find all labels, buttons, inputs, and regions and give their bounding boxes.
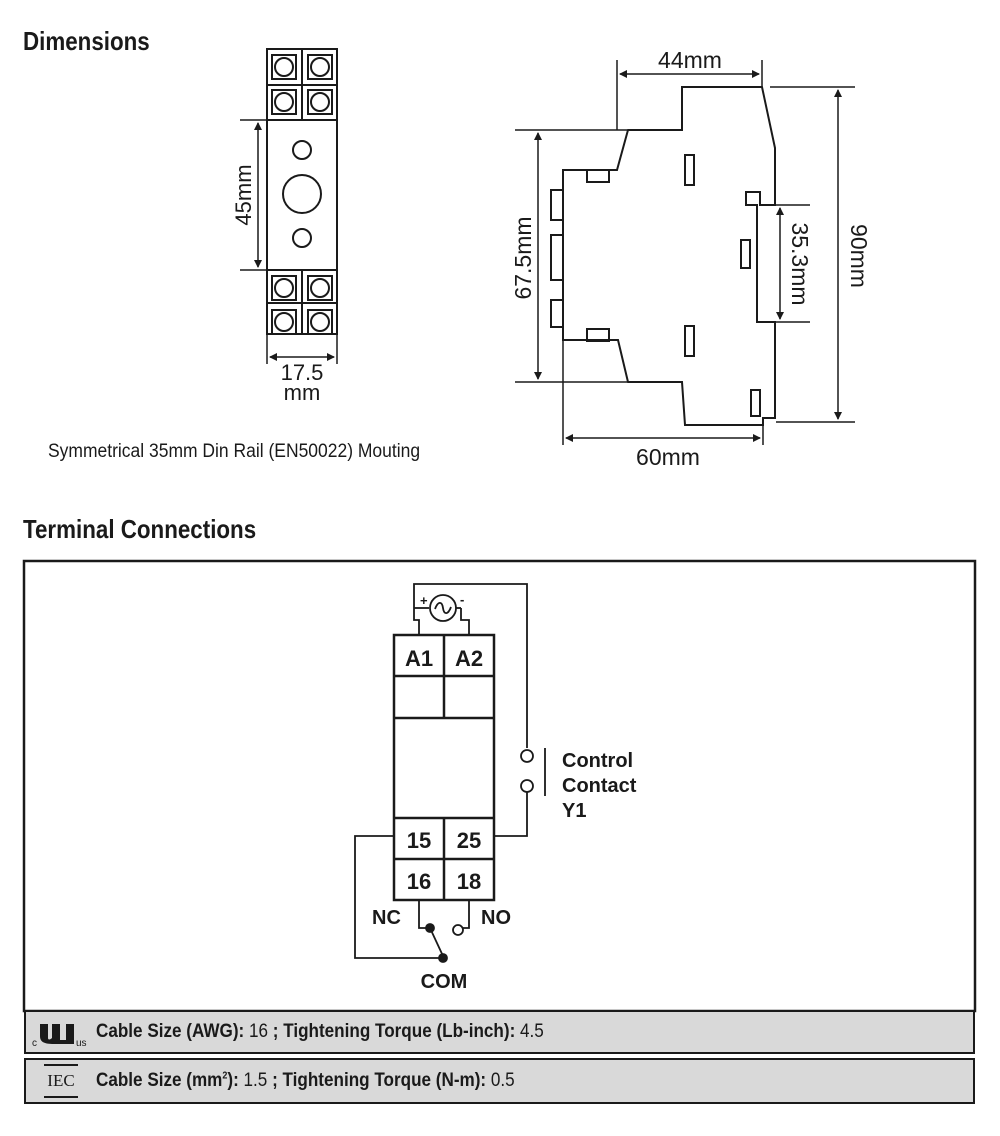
side-dimension-60: [562, 341, 764, 445]
no-label: NO: [481, 907, 511, 929]
ul-logo: c us: [26, 1016, 96, 1048]
side-total-height-label: 90mm: [846, 224, 872, 288]
ul-spec-row: c us Cable Size (AWG): 16 ; Tightening T…: [24, 1010, 975, 1054]
terminal-box-outline: [22, 559, 977, 1013]
front-height-label: 45mm: [231, 164, 256, 225]
iec-torque-label: Tightening Torque (N-m):: [282, 1070, 487, 1091]
front-width-unit: mm: [284, 380, 321, 405]
front-view: [266, 48, 338, 335]
side-top-depth-label: 44mm: [658, 47, 722, 73]
ul-torque-value: 4.5: [520, 1021, 544, 1042]
supply-wiring: [354, 583, 546, 963]
iec-logo: IEC: [26, 1064, 96, 1098]
side-body-outline: [562, 86, 776, 426]
iec-spec-text: Cable Size (mm2): 1.5 ; Tightening Torqu…: [96, 1070, 515, 1092]
ul-recognized-icon: c us: [32, 1024, 87, 1048]
com-label: COM: [421, 971, 468, 993]
side-rail-height-label: 35.3mm: [787, 222, 813, 305]
front-indicator-small-bottom: [292, 228, 312, 248]
com-junction: [438, 953, 448, 963]
side-slot-1: [684, 154, 695, 186]
ul-logo-c: c: [32, 1038, 37, 1048]
terminal-25: 25: [457, 828, 481, 853]
side-tab-lower: [550, 299, 564, 328]
ul-spec-text: Cable Size (AWG): 16 ; Tightening Torque…: [96, 1021, 544, 1043]
control-contact-terminal-top: [520, 749, 534, 763]
side-tab-middle: [550, 234, 564, 281]
terminal-a1: A1: [405, 646, 433, 671]
ul-logo-us: us: [76, 1038, 87, 1048]
iec-cable-label-post: ):: [227, 1070, 239, 1091]
terminal-15: 15: [407, 828, 431, 853]
terminal-18: 18: [457, 869, 481, 894]
side-slot-3: [740, 239, 751, 269]
iec-torque-value: 0.5: [490, 1070, 515, 1091]
terminal-16: 16: [407, 869, 431, 894]
control-label-line1: Control: [562, 750, 633, 772]
side-slot-4: [750, 389, 761, 417]
iec-cable-label-sup: 2: [222, 1070, 228, 1082]
nc-label: NC: [372, 907, 401, 929]
terminal-connections-heading: Terminal Connections: [23, 514, 257, 544]
side-dimension-67-5: [515, 129, 627, 383]
front-dimension-45: [240, 119, 266, 271]
front-terminal-screws: [271, 54, 333, 335]
no-contact-open: [452, 924, 464, 936]
ul-cable-value: 16: [248, 1021, 268, 1042]
iec-cable-label-pre: Cable Size (mm: [96, 1070, 223, 1091]
side-dimension-90: [770, 86, 855, 423]
side-dimension-35-3: [758, 204, 810, 323]
terminal-a2: A2: [455, 646, 483, 671]
iec-separator: ;: [272, 1070, 278, 1091]
ul-torque-label: Tightening Torque (Lb-inch):: [283, 1021, 516, 1042]
side-clip-bottom: [586, 328, 610, 342]
supply-plus: +: [420, 593, 428, 608]
iec-cable-value: 1.5: [243, 1070, 268, 1091]
control-label-line3: Y1: [562, 800, 586, 822]
side-clip-top: [586, 169, 610, 183]
control-label-line2: Contact: [562, 775, 637, 797]
iec-icon: IEC: [44, 1064, 78, 1098]
front-knob: [282, 174, 322, 214]
ul-cable-label: Cable Size (AWG):: [96, 1021, 245, 1042]
front-width-value: 17.5: [281, 360, 324, 385]
front-indicator-small-top: [292, 140, 312, 160]
side-depth-label: 60mm: [636, 444, 700, 470]
iec-spec-row: IEC Cable Size (mm2): 1.5 ; Tightening T…: [24, 1058, 975, 1104]
relay-module: [392, 633, 496, 902]
control-contact-terminal-bottom: [520, 779, 534, 793]
side-inner-height-label: 67.5mm: [510, 216, 536, 299]
side-tab-upper: [550, 189, 564, 221]
side-dimension-44: [616, 60, 763, 130]
front-dimension-17-5: [266, 335, 338, 364]
ac-supply-symbol: [429, 594, 457, 622]
side-view: [550, 86, 776, 426]
dimensions-heading: Dimensions: [23, 26, 150, 56]
side-slot-2: [684, 325, 695, 357]
ul-separator: ;: [272, 1021, 279, 1042]
supply-minus: -: [460, 592, 464, 607]
rail-caption: Symmetrical 35mm Din Rail (EN50022) Mout…: [48, 441, 421, 462]
